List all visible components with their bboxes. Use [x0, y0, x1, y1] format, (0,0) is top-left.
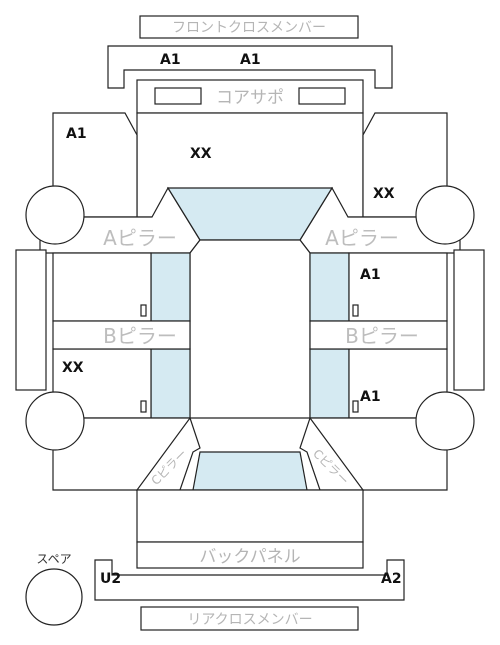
side-window-front-left — [150, 252, 191, 322]
a-pillar-right-label: Aピラー — [325, 226, 399, 250]
front-left-door — [52, 252, 152, 322]
right-side-sill — [453, 249, 485, 391]
rear-member-code-right: A2 — [381, 571, 402, 587]
roof — [189, 239, 311, 449]
front-cross-member-box — [139, 15, 359, 39]
spare-tire — [25, 568, 83, 626]
front-right-door-code: A1 — [360, 267, 381, 283]
door-handle-rear-right — [352, 400, 359, 413]
c-pillar-left — [135, 416, 201, 491]
rear-left-door-code: XX — [62, 360, 84, 376]
rear-cross-member-box — [140, 606, 359, 631]
door-handle-front-right — [352, 304, 359, 317]
front-right-fender-code: XX — [373, 186, 395, 202]
door-handle-front-left — [140, 304, 147, 317]
headlight-right — [298, 87, 346, 105]
spare-label: スペア — [36, 552, 71, 566]
b-pillar-right — [309, 320, 448, 350]
front-cross-member-label: フロントクロスメンバー — [172, 20, 326, 36]
b-pillar-right-label: Bピラー — [345, 324, 419, 348]
back-panel — [136, 541, 364, 569]
rear-right-door-code: A1 — [360, 389, 381, 405]
rear-left-wheel — [25, 391, 85, 451]
front-left-fender-code: A1 — [66, 126, 87, 142]
side-window-front-right — [309, 252, 350, 322]
back-panel-label: バックパネル — [199, 547, 300, 567]
c-pillar-right — [299, 416, 365, 491]
left-side-sill — [15, 249, 47, 391]
front-member-code-left: A1 — [160, 52, 181, 68]
side-window-rear-right — [309, 348, 350, 419]
rear-member — [94, 559, 405, 601]
b-pillar-left — [52, 320, 191, 350]
core-support-label: コアサポ — [216, 88, 284, 108]
side-window-rear-left — [150, 348, 191, 419]
b-pillar-left-label: Bピラー — [103, 324, 177, 348]
rear-cross-member-label: リアクロスメンバー — [187, 612, 312, 628]
a-pillar-left-label: Aピラー — [103, 226, 177, 250]
rear-right-wheel — [415, 391, 475, 451]
front-left-wheel — [25, 185, 85, 245]
hood-code: XX — [190, 146, 212, 162]
rear-member-code-left: U2 — [100, 571, 121, 587]
trunk-lid — [136, 489, 364, 543]
rear-window — [192, 451, 308, 491]
front-right-wheel — [415, 185, 475, 245]
door-handle-rear-left — [140, 400, 147, 413]
headlight-left — [154, 87, 202, 105]
front-right-door — [348, 252, 448, 322]
front-member-code-right: A1 — [240, 52, 261, 68]
front-member — [107, 45, 393, 89]
